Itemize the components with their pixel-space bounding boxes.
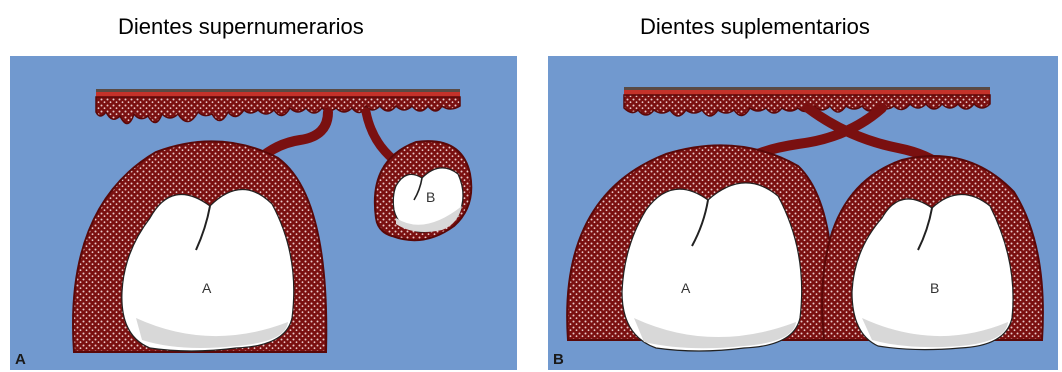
tooth-label-right: B <box>930 280 939 296</box>
panel-b-diagram: A B B <box>548 56 1058 370</box>
panel-a-diagram: A B A <box>10 56 517 370</box>
tooth-label-small: B <box>426 189 435 205</box>
tooth-label-main: A <box>202 280 212 296</box>
oral-epithelium <box>96 89 460 92</box>
oral-epithelium <box>624 87 990 90</box>
panel-b-label: B <box>553 351 564 368</box>
tooth-label-left: A <box>681 280 691 296</box>
title-supplementary: Dientes suplementarios <box>640 14 870 40</box>
title-supernumerary: Dientes supernumerarios <box>118 14 364 40</box>
panel-a-label: A <box>15 351 26 368</box>
